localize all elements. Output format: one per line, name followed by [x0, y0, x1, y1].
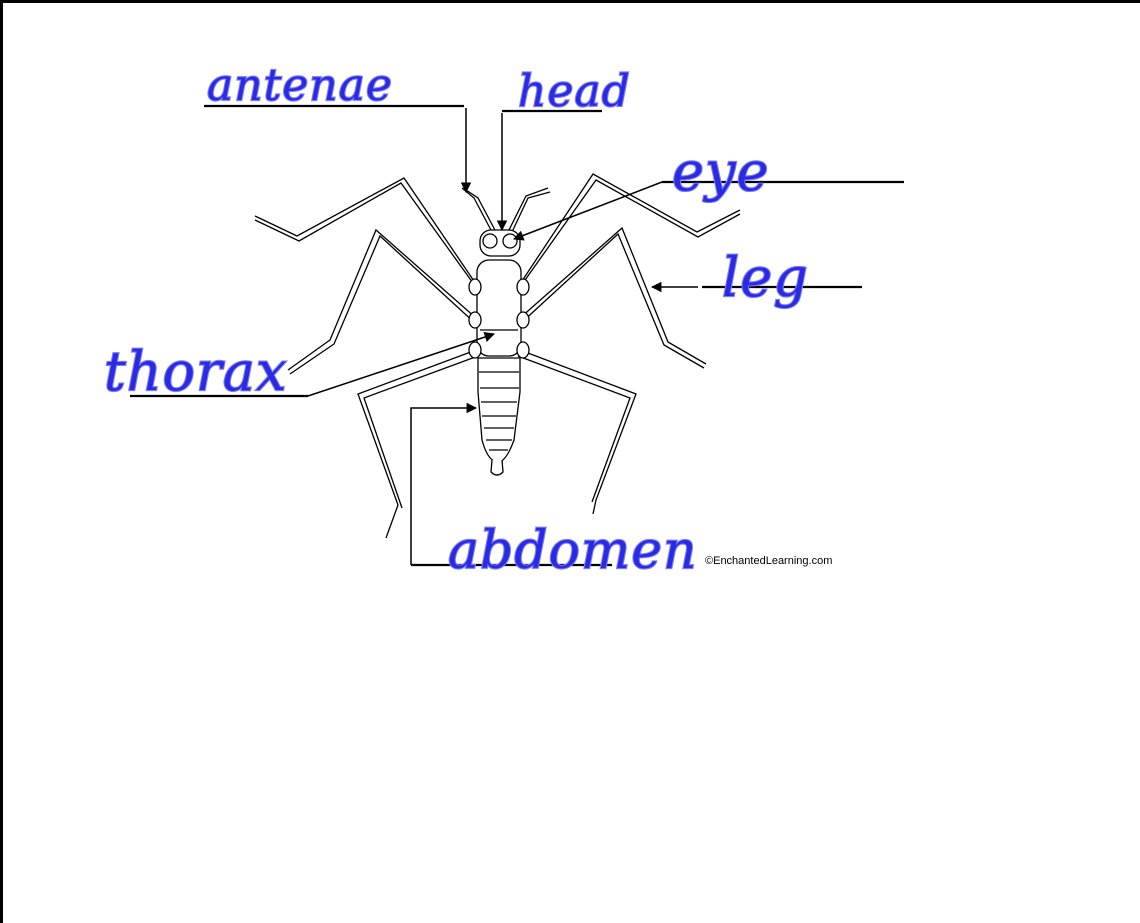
leg-front-left [255, 178, 478, 290]
insect-abdomen [478, 358, 520, 462]
label-abdomen: abdomen [448, 521, 697, 581]
leg-rear-right [518, 350, 636, 514]
leg-rear-left [358, 350, 478, 538]
handwritten-labels: antenae head eye leg thorax abdomen [104, 60, 809, 581]
leg-middle-right [520, 228, 706, 368]
insect-antennae [462, 188, 550, 232]
insect-thorax [477, 260, 521, 356]
thorax-arrow [308, 334, 494, 396]
label-head: head [518, 66, 631, 117]
label-antennae: antenae [207, 60, 393, 111]
leg-middle-left [288, 230, 476, 374]
insect-body [469, 230, 529, 475]
insect-eye-left [483, 234, 497, 248]
label-leg: leg [722, 246, 809, 309]
credit-text: ©EnchantedLearning.com [705, 555, 832, 567]
label-eye: eye [672, 140, 769, 203]
insect-eye-right [503, 234, 517, 248]
label-thorax: thorax [104, 340, 287, 403]
